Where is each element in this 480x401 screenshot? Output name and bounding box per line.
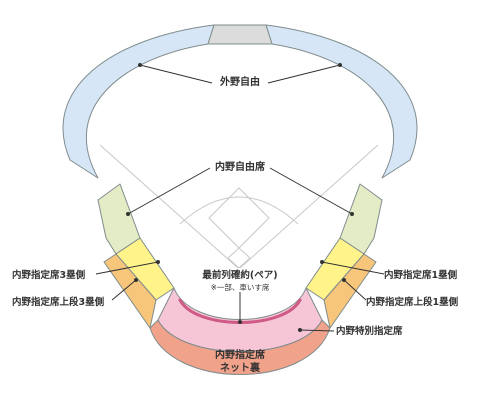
infield-reserved-upper-3b-seats[interactable] [103,253,157,329]
foul-line-left [99,144,239,269]
infield-free-section[interactable] [97,183,383,255]
infield-reserved-upper-section[interactable] [103,253,377,329]
label-infield-reserved-upper-3b: 内野指定席上段3塁側 [12,296,105,308]
label-infield-reserved-3b: 内野指定席3塁側 [12,269,86,281]
label-front-row-note: ※一部、車いす席 [211,282,270,292]
label-net-back-line1: 内野指定席 [215,348,265,361]
infield-reserved-upper-1b-seats[interactable] [323,253,377,329]
label-infield-reserved-upper-1b: 内野指定席上段1塁側 [366,296,459,308]
home-plate-box [227,247,251,269]
label-outfield-free: 外野自由 [219,75,260,88]
baseball-field [99,144,379,269]
label-infield-reserved-1b: 内野指定席1塁側 [384,269,458,281]
label-infield-free: 内野自由席 [215,160,265,173]
infield-arc [179,196,299,225]
label-infield-special: 内野特別指定席 [336,325,403,337]
scoreboard [207,24,273,45]
outfield-stand-right[interactable] [265,24,418,179]
label-net-back-line2: ネット裏 [220,361,261,374]
outfield-stand[interactable] [62,24,215,179]
foul-line-right [239,144,379,269]
leader-lines [95,63,385,332]
outfield-free-section[interactable] [62,24,418,179]
label-front-row-pair: 最前列確約(ペア) [202,269,277,281]
